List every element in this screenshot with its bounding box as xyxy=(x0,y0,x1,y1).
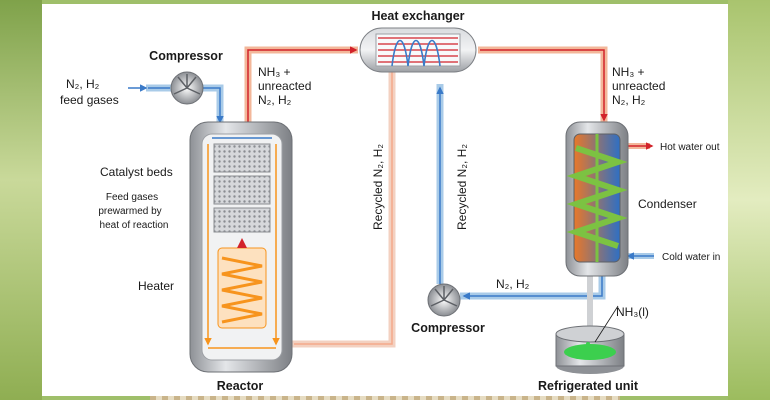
compressor-to-reactor-pipe xyxy=(202,84,224,124)
n2h2-bottom-label: N₂, H₂ xyxy=(496,277,530,291)
feed-gases-formula: N₂, H₂ xyxy=(66,77,100,91)
condenser-label: Condenser xyxy=(638,197,697,211)
catalyst-bed-3 xyxy=(213,207,271,233)
exchanger-to-condenser-pipe xyxy=(478,46,608,122)
unreacted-left: unreacted xyxy=(258,79,311,93)
recycled-label-left: Recycled N₂, H₂ xyxy=(371,144,385,230)
compressor-bottom-label: Compressor xyxy=(411,321,485,335)
nh3-liquid-label: NH₃(l) xyxy=(616,305,649,319)
catalyst-beds-label: Catalyst beds xyxy=(100,165,173,179)
compressor-to-reactor-flow xyxy=(202,87,224,124)
recycle-to-reactor-flow xyxy=(294,72,393,345)
catalyst-bed-2 xyxy=(213,175,271,205)
n2h2-right: N₂, H₂ xyxy=(612,93,646,107)
hot-water-out-label: Hot water out xyxy=(660,142,720,153)
prewarm-line-2: prewarmed by xyxy=(98,206,161,217)
compressor-top-icon xyxy=(170,71,204,105)
heat-exchanger-label: Heat exchanger xyxy=(371,9,464,23)
prewarm-line-1: Feed gases xyxy=(106,192,158,203)
refrigerated-unit-label: Refrigerated unit xyxy=(538,379,639,393)
recycled-label-right: Recycled N₂, H₂ xyxy=(455,144,469,230)
refrigerated-unit xyxy=(555,325,625,374)
n2h2-left: N₂, H₂ xyxy=(258,93,292,107)
condenser-vessel xyxy=(565,121,629,277)
nh3-plus-right: NH₃ + xyxy=(612,65,645,79)
cold-water-in-label: Cold water in xyxy=(662,252,720,263)
catalyst-bed-1 xyxy=(213,143,271,173)
nh3-plus-left: NH₃ + xyxy=(258,65,291,79)
pipes xyxy=(128,46,654,348)
nh3-pointer-line xyxy=(594,305,619,343)
background-bottom-texture xyxy=(150,392,620,400)
compressor-top-label: Compressor xyxy=(149,49,223,63)
ammonia-liquid xyxy=(564,344,616,360)
unreacted-right: unreacted xyxy=(612,79,665,93)
reactor-label: Reactor xyxy=(217,379,264,393)
reactor-vessel xyxy=(189,121,293,373)
prewarm-line-3: heat of reaction xyxy=(100,220,169,231)
reactor-outlet-flow xyxy=(247,46,358,124)
feed-gases-label: feed gases xyxy=(60,93,119,107)
haber-process-diagram: Heat exchanger Compressor N₂, H₂ feed ga… xyxy=(60,9,720,393)
diagram-panel: Heat exchanger Compressor N₂, H₂ feed ga… xyxy=(42,4,728,396)
heat-exchanger xyxy=(359,27,477,73)
heater-label: Heater xyxy=(138,279,174,293)
condenser-to-compressor-flow xyxy=(462,274,603,300)
heater-coil xyxy=(221,256,263,324)
background-right-foliage xyxy=(728,0,770,400)
compressor-bottom-icon xyxy=(427,283,461,317)
exchanger-to-condenser-flow xyxy=(480,49,608,122)
background-left-foliage xyxy=(0,0,42,400)
